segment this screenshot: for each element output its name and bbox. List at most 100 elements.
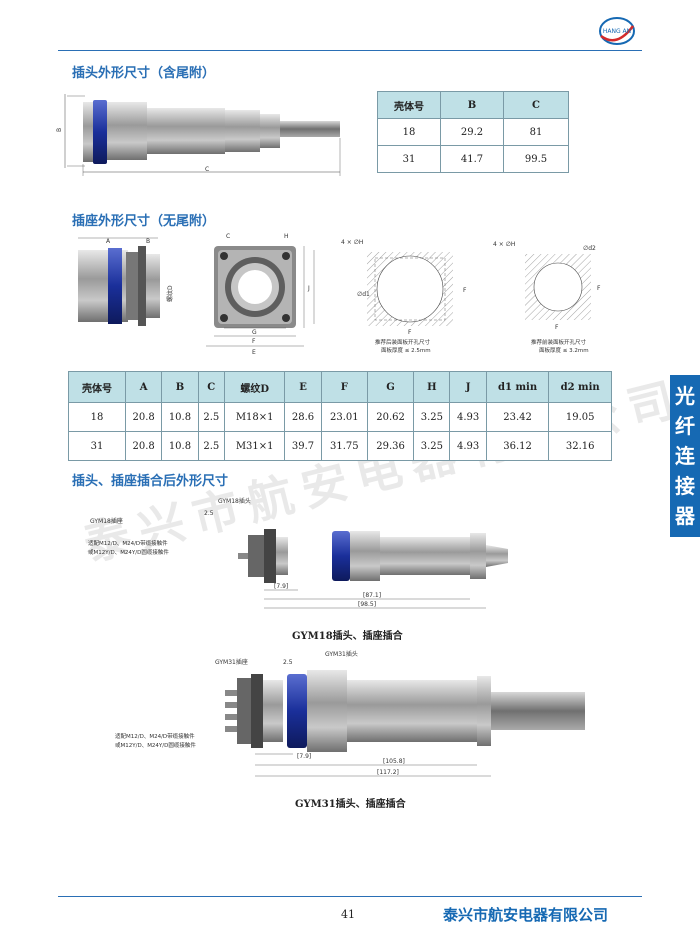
- socket-dim-a: A: [106, 238, 111, 245]
- table-cell: 36.12: [485, 431, 550, 461]
- table-cell: 2.5: [197, 431, 225, 461]
- m31-dim3: [117.2]: [377, 769, 399, 776]
- cutout1-hole: 4 × ∅H: [341, 239, 363, 246]
- table-header: J: [449, 371, 487, 403]
- table-header: H: [413, 371, 451, 403]
- table-cell: 18: [377, 118, 441, 146]
- footer-company: 泰兴市航安电器有限公司: [443, 906, 609, 924]
- table-cell: 19.05: [548, 402, 612, 432]
- table-cell: 4.93: [449, 431, 487, 461]
- table-cell: 99.5: [503, 145, 569, 173]
- cutout2-hole: 4 × ∅H: [493, 241, 515, 248]
- table-cell: 3.25: [413, 431, 451, 461]
- m18-dim3: [98.5]: [358, 601, 376, 608]
- table-cell: 41.7: [440, 145, 504, 173]
- side-tab-char: 光: [675, 384, 695, 408]
- table-row: 18 20.8 10.8 2.5 M18×1 28.6 23.01 20.62 …: [68, 402, 612, 432]
- table-cell: 20.8: [124, 402, 163, 432]
- table-cell: 10.8: [161, 402, 199, 432]
- table-cell: 81: [503, 118, 569, 146]
- table-cell: 29.2: [440, 118, 504, 146]
- table-cell: 10.8: [161, 431, 199, 461]
- logo-text: HANG AN: [603, 28, 631, 35]
- plug-drawing: B C: [55, 88, 355, 183]
- table-header: C: [197, 371, 225, 403]
- table-header: F: [320, 371, 368, 403]
- cutout2-f-bottom: F: [555, 324, 559, 331]
- mated-18-drawing: GYM18插头 GYM18插座 2.5 适配M12/D、M24/D带缆接触件 或…: [88, 495, 508, 615]
- cutout2-note1: 推荐前装面板开孔尺寸: [531, 338, 587, 346]
- table-header: G: [366, 371, 415, 403]
- face-dim-j: J: [307, 285, 310, 292]
- cutout1-note1: 推荐后装面板开孔尺寸: [375, 338, 431, 346]
- face-dim-e: E: [252, 349, 256, 356]
- section-title-socket: 插座外形尺寸（无尾附）: [72, 214, 216, 229]
- table-row: 31 20.8 10.8 2.5 M31×1 39.7 31.75 29.36 …: [68, 431, 612, 461]
- cutout1-note2: 面板厚度 ≤ 2.5mm: [381, 346, 431, 354]
- table-cell: 31: [377, 145, 441, 173]
- side-tab-char: 器: [675, 504, 695, 528]
- table-cell: 23.01: [320, 402, 368, 432]
- m31-socket-label: GYM31插座: [215, 658, 248, 666]
- cutout2-d2: ∅d2: [583, 245, 596, 252]
- m18-note1: 适配M12/D、M24/D带缆接触件: [88, 539, 168, 547]
- m18-socket-label: GYM18插座: [90, 517, 123, 525]
- cutout1-d1: ∅d1: [357, 291, 370, 298]
- table-cell: 31: [68, 431, 126, 461]
- mated-31-drawing: GYM31插座 GYM31插头 2.5 适配M12/D、M24/D带缆接触件 或…: [115, 648, 585, 783]
- m18-plug-label: GYM18插头: [218, 497, 251, 505]
- cutout1-f-bottom: F: [408, 329, 412, 336]
- caption-gym31: GYM31插头、插座插合: [295, 799, 406, 810]
- plug-dim-c: C: [205, 166, 209, 173]
- side-category-tab: 光 纤 连 接 器: [670, 375, 700, 537]
- table-header: E: [284, 371, 322, 403]
- section-title-plug: 插头外形尺寸（含尾附）: [72, 66, 216, 81]
- table-header: C: [503, 91, 569, 119]
- caption-gym18: GYM18插头、插座插合: [292, 631, 403, 642]
- table-cell: 39.7: [284, 431, 322, 461]
- m31-note1: 适配M12/D、M24/D带缆接触件: [115, 732, 195, 740]
- table-header: 壳体号: [68, 371, 126, 403]
- panel-cutout-front: 4 × ∅H ∅d2 F F 推荐前装面板开孔尺寸 面板厚度 ≤ 3.2mm: [485, 232, 625, 357]
- m18-dim2: [87.1]: [363, 592, 381, 599]
- page-number: 41: [341, 908, 355, 921]
- table-cell: 18: [68, 402, 126, 432]
- table-header: d1 min: [485, 371, 550, 403]
- company-logo: HANG AN: [597, 14, 637, 48]
- footer-divider: [58, 896, 642, 897]
- face-dim-h: H: [284, 233, 289, 240]
- table-cell: 29.36: [366, 431, 415, 461]
- m31-dim2: [105.8]: [383, 758, 405, 765]
- m18-note2: 或M12Y/D、M24Y/D圆缆接触件: [88, 548, 169, 556]
- face-dim-c: C: [226, 233, 230, 240]
- table-header-row: 壳体号 B C: [377, 91, 569, 119]
- cutout1-f-right: F: [463, 287, 467, 294]
- table-cell: 31.75: [320, 431, 368, 461]
- m18-dim-small: 2.5: [204, 510, 214, 517]
- m31-dim-small: 2.5: [283, 659, 293, 666]
- socket-dim-b: B: [146, 238, 150, 245]
- m31-dim1: [7.9]: [297, 753, 311, 760]
- face-dim-f: F: [252, 338, 256, 345]
- face-dim-g: G: [252, 329, 257, 336]
- table-header: B: [161, 371, 199, 403]
- socket-face-drawing: G F E C H J: [200, 228, 330, 358]
- table-header: A: [124, 371, 163, 403]
- table-row: 18 29.2 81: [377, 118, 569, 146]
- m31-note2: 或M12Y/D、M24Y/D圆缆接触件: [115, 741, 196, 749]
- table-header: 壳体号: [377, 91, 441, 119]
- side-tab-char: 接: [675, 474, 695, 498]
- cutout2-f-right: F: [597, 285, 601, 292]
- table-cell: 2.5: [197, 402, 225, 432]
- side-tab-char: 连: [675, 444, 695, 468]
- table-cell: 20.8: [124, 431, 163, 461]
- socket-side-drawing: A B 螺纹D: [68, 232, 193, 342]
- panel-cutout-rear: 4 × ∅H ∅d1 F F 推荐后装面板开孔尺寸 面板厚度 ≤ 2.5mm: [335, 232, 485, 357]
- plug-dim-b: B: [56, 128, 63, 132]
- header-divider: [58, 50, 642, 51]
- table-cell: 28.6: [284, 402, 322, 432]
- m31-plug-label: GYM31插头: [325, 650, 358, 658]
- table-cell: 32.16: [548, 431, 612, 461]
- table-row: 31 41.7 99.5: [377, 145, 569, 173]
- table-header: d2 min: [548, 371, 612, 403]
